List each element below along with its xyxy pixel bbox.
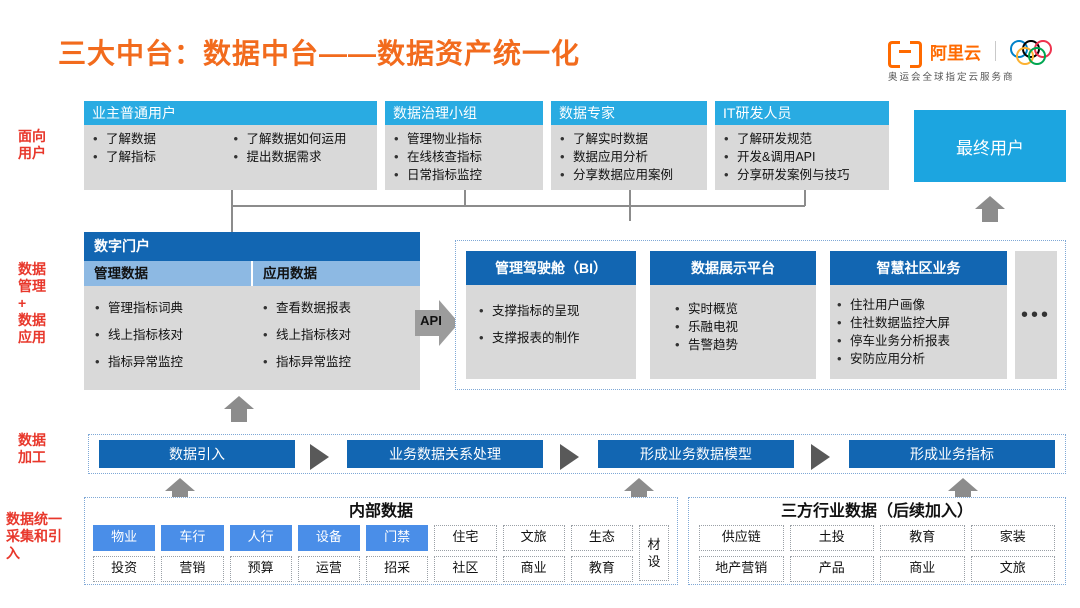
process-step-3[interactable]: 形成业务数据模型	[598, 440, 794, 468]
rail-label-users: 面向 用户	[18, 128, 46, 161]
tag-shequ[interactable]: 社区	[434, 556, 497, 582]
app-card-smart-community-list: 住社用户画像 住社数据监控大屏 停车业务分析报表 安防应用分析	[834, 296, 999, 368]
tag-wuye[interactable]: 物业	[93, 525, 156, 551]
olympic-rings-icon	[1010, 40, 1062, 65]
tag-wenlv-3p[interactable]: 文旅	[970, 556, 1055, 582]
tag-jiaoyu[interactable]: 教育	[570, 556, 633, 582]
user-card-owner-list-right: 了解数据如何运用 提出数据需求	[231, 130, 372, 166]
process-step-2[interactable]: 业务数据关系处理	[347, 440, 543, 468]
rail-label-data-processing: 数据 加工	[18, 432, 46, 465]
process-step-2-label: 业务数据关系处理	[389, 446, 501, 462]
app-card-display-platform-list: 实时概览 乐融电视 告警趋势	[672, 300, 808, 354]
third-party-data-container: 三方行业数据（后续加入） 供应链 土投 教育 家装 地产营销 产品 商业 文旅	[688, 497, 1066, 585]
brand-logo: 阿里云 奥运会全球指定云服务商	[888, 38, 1068, 84]
tag-shangye-3p[interactable]: 商业	[880, 556, 965, 582]
app-card-display-platform[interactable]: 数据展示平台 实时概览 乐融电视 告警趋势	[650, 251, 816, 379]
rail-label-data-management: 数据 管理 + 数据 应用	[18, 261, 46, 345]
third-party-data-title: 三方行业数据（后续加入）	[780, 503, 973, 520]
connector-v-to-portal	[231, 205, 233, 232]
tag-zhuzhai[interactable]: 住宅	[434, 525, 497, 551]
rail-label-data-collection: 数据统一 采集和引 入	[6, 511, 62, 561]
digital-portal-panel[interactable]: 数字门户 管理数据 应用数据 管理指标词典 线上指标核对 指标异常监控 查看数据…	[84, 232, 420, 390]
more-apps-label: •••	[1020, 303, 1051, 326]
internal-data-container: 内部数据 物业 车行 人行 设备 门禁 住宅 文旅 生态 投资 营销 预算 运营…	[84, 497, 678, 585]
brand-divider	[995, 41, 996, 61]
digital-portal-list-application: 查看数据报表 线上指标核对 指标异常监控	[252, 299, 420, 371]
app-card-smart-community-title: 智慧社区业务	[830, 251, 1007, 285]
tag-gongyinglian[interactable]: 供应链	[699, 525, 784, 551]
tag-shangye[interactable]: 商业	[502, 556, 565, 582]
tag-wenlv[interactable]: 文旅	[502, 525, 565, 551]
tag-tutou[interactable]: 土投	[789, 525, 874, 551]
tag-jiazhuang[interactable]: 家装	[970, 525, 1055, 551]
user-card-it-dev-list: 了解研发规范 开发&调用API 分享研发案例与技巧	[721, 130, 883, 184]
user-card-owner-list-left: 了解数据 了解指标	[90, 130, 231, 166]
user-card-it-dev-title: IT研发人员	[715, 101, 889, 125]
digital-portal-subtitle-application: 应用数据	[251, 261, 420, 286]
page-title: 三大中台：数据中台——数据资产统一化	[58, 38, 581, 69]
process-arrow-3-icon	[811, 444, 830, 470]
process-step-1-label: 数据引入	[169, 446, 225, 462]
user-card-data-expert[interactable]: 数据专家 了解实时数据 数据应用分析 分享数据应用案例	[551, 101, 707, 190]
more-apps-box[interactable]: •••	[1015, 251, 1057, 379]
user-card-owner[interactable]: 业主普通用户 了解数据 了解指标 了解数据如何运用 提出数据需求	[84, 101, 377, 190]
process-arrow-2-icon	[560, 444, 579, 470]
connector-v-expert	[629, 190, 631, 206]
api-label: API	[420, 313, 442, 328]
user-card-data-expert-title: 数据专家	[551, 101, 707, 125]
third-party-row-1: 供应链 土投 教育 家装	[699, 525, 1055, 551]
app-card-display-platform-title: 数据展示平台	[650, 251, 816, 285]
user-card-governance[interactable]: 数据治理小组 管理物业指标 在线核查指标 日常指标监控	[385, 101, 543, 190]
arrow-up-portal	[224, 396, 254, 422]
brand-tagline: 奥运会全球指定云服务商	[888, 72, 1015, 83]
tag-menjin[interactable]: 门禁	[366, 525, 429, 551]
app-card-bi-list: 支撑指标的呈现 支撑报表的制作	[476, 302, 628, 347]
tag-zhaocai[interactable]: 招采	[366, 556, 429, 582]
arrow-up-final-user	[975, 196, 1005, 222]
tag-shengtai[interactable]: 生态	[570, 525, 633, 551]
digital-portal-title: 数字门户	[84, 232, 420, 261]
process-step-4[interactable]: 形成业务指标	[849, 440, 1055, 468]
process-step-1[interactable]: 数据引入	[99, 440, 295, 468]
digital-portal-subtitle-management: 管理数据	[84, 261, 251, 286]
tag-dichanyingxiao[interactable]: 地产营销	[699, 556, 784, 582]
internal-data-title: 内部数据	[348, 503, 413, 520]
app-card-bi[interactable]: 管理驾驶舱（BI） 支撑指标的呈现 支撑报表的制作	[466, 251, 636, 379]
tag-renxing[interactable]: 人行	[229, 525, 292, 551]
connector-v-owner	[231, 190, 233, 206]
tag-yunying[interactable]: 运营	[297, 556, 360, 582]
alibaba-cloud-mark-icon	[888, 40, 922, 68]
final-user-box[interactable]: 最终用户	[914, 110, 1066, 182]
user-card-it-dev[interactable]: IT研发人员 了解研发规范 开发&调用API 分享研发案例与技巧	[715, 101, 889, 190]
user-card-governance-title: 数据治理小组	[385, 101, 543, 125]
final-user-label: 最终用户	[956, 138, 1024, 158]
tag-yusuan[interactable]: 预算	[229, 556, 292, 582]
digital-portal-list-management: 管理指标词典 线上指标核对 指标异常监控	[84, 299, 252, 371]
connector-v-governance	[464, 190, 466, 206]
internal-data-row-2: 投资 营销 预算 运营 招采 社区 商业 教育	[93, 556, 633, 582]
app-card-smart-community[interactable]: 智慧社区业务 住社用户画像 住社数据监控大屏 停车业务分析报表 安防应用分析	[830, 251, 1007, 379]
tag-caishe[interactable]: 材 设	[639, 525, 669, 581]
user-card-owner-title: 业主普通用户	[84, 101, 377, 125]
user-card-governance-list: 管理物业指标 在线核查指标 日常指标监控	[391, 130, 537, 184]
tag-chexing[interactable]: 车行	[161, 525, 224, 551]
connector-h-bus	[231, 205, 805, 207]
internal-data-row-1: 物业 车行 人行 设备 门禁 住宅 文旅 生态	[93, 525, 633, 551]
third-party-row-2: 地产营销 产品 商业 文旅	[699, 556, 1055, 582]
tag-yingxiao[interactable]: 营销	[161, 556, 224, 582]
tag-shebei[interactable]: 设备	[297, 525, 360, 551]
connector-v-to-apps	[629, 205, 631, 221]
tag-jiaoyu-3p[interactable]: 教育	[880, 525, 965, 551]
brand-name: 阿里云	[930, 43, 981, 63]
tag-touzi[interactable]: 投资	[93, 556, 156, 582]
process-step-3-label: 形成业务数据模型	[640, 446, 752, 462]
process-step-4-label: 形成业务指标	[910, 446, 994, 462]
api-arrow: API	[415, 300, 459, 346]
app-card-bi-title: 管理驾驶舱（BI）	[466, 251, 636, 285]
user-card-data-expert-list: 了解实时数据 数据应用分析 分享数据应用案例	[557, 130, 701, 184]
connector-v-itdev	[804, 190, 806, 206]
process-arrow-1-icon	[310, 444, 329, 470]
tag-chanpin[interactable]: 产品	[789, 556, 874, 582]
